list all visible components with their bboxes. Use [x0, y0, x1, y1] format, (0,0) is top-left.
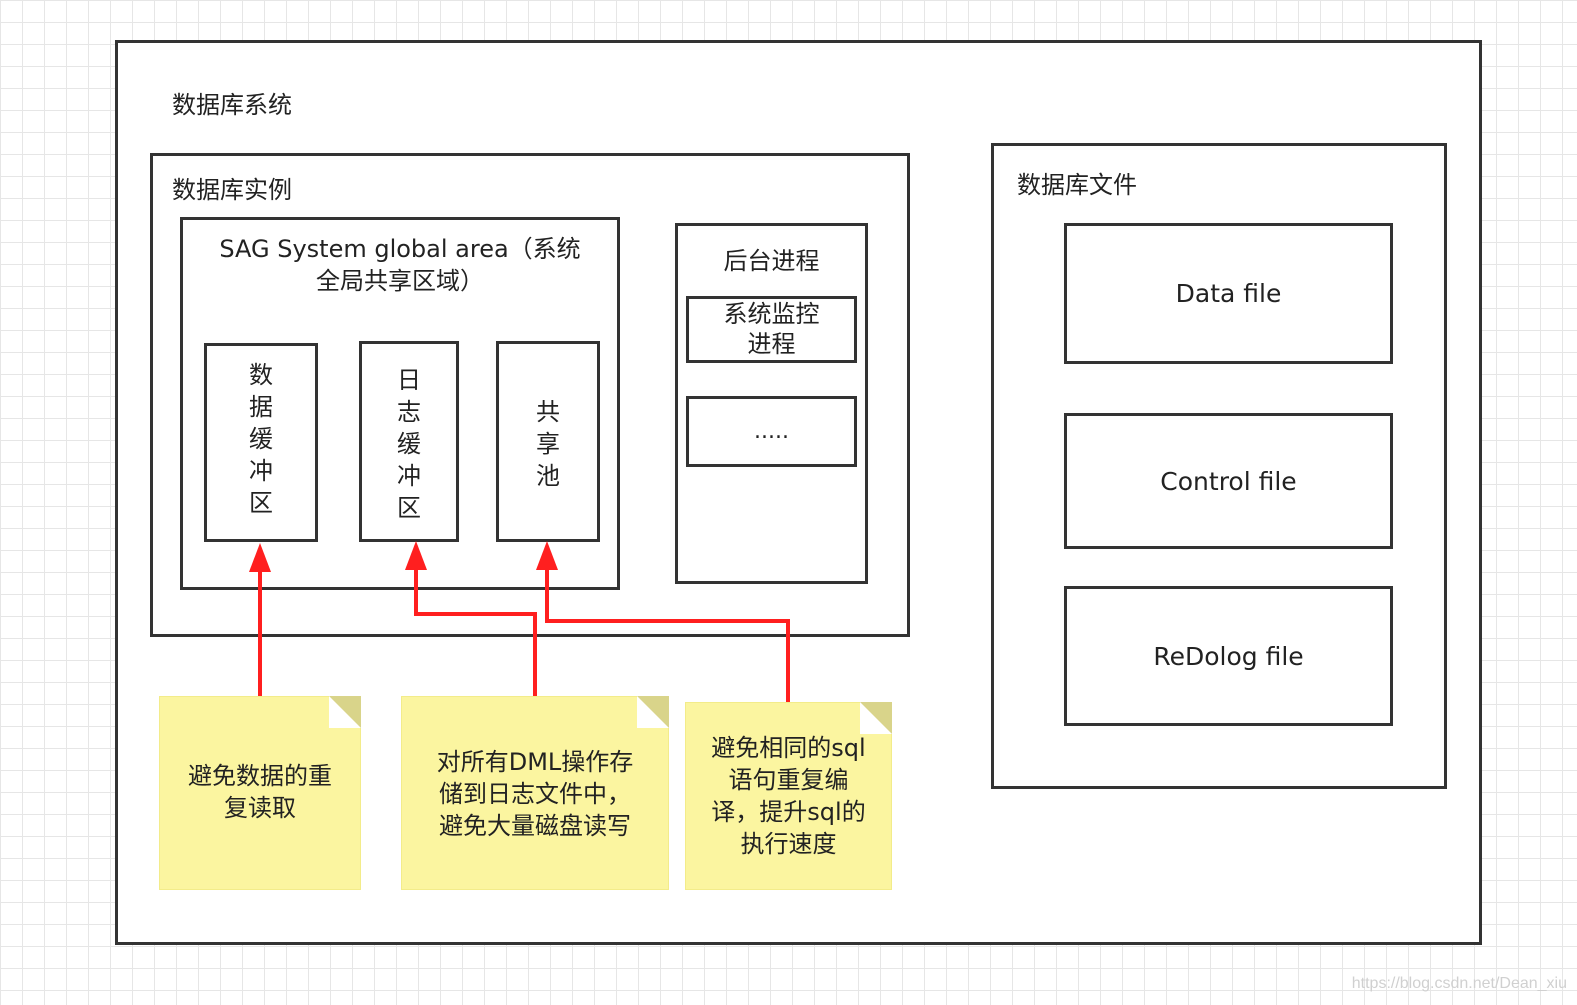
database-instance-title: 数据库实例 — [172, 176, 292, 204]
database-files-title: 数据库文件 — [1017, 171, 1137, 199]
note-log-buffer: 对所有DML操作存 储到日志文件中， 避免大量磁盘读写 — [401, 696, 669, 890]
more-processes-label: ..... — [754, 419, 789, 444]
arrowhead-data-buffer — [249, 543, 271, 572]
data-buffer-box: 数 据 缓 冲 区 — [204, 343, 318, 542]
log-buffer-label: 日 志 缓 冲 区 — [397, 366, 421, 522]
more-processes-box: ..... — [686, 396, 857, 467]
data-file-label: Data file — [1175, 279, 1282, 308]
redolog-file-label: ReDolog file — [1153, 641, 1304, 671]
note-shared-pool-text: 避免相同的sql 语句重复编 译，提升sql的 执行速度 — [711, 734, 866, 858]
note-fold-icon — [860, 702, 892, 734]
note-log-buffer-text: 对所有DML操作存 储到日志文件中， 避免大量磁盘读写 — [436, 748, 634, 840]
database-system-title: 数据库系统 — [172, 91, 292, 119]
control-file-label: Control file — [1160, 466, 1297, 496]
note-shared-pool: 避免相同的sql 语句重复编 译，提升sql的 执行速度 — [685, 702, 892, 890]
data-buffer-label: 数 据 缓 冲 区 — [249, 361, 273, 517]
arrowhead-log-buffer — [405, 541, 427, 570]
note-data-buffer: 避免数据的重 复读取 — [159, 696, 361, 890]
control-file-box: Control file — [1064, 413, 1393, 549]
sga-title: SAG System global area（系统 全局共享区域） — [219, 235, 581, 295]
arrow-note3-to-shared-pool — [545, 566, 790, 702]
watermark: https://blog.csdn.net/Dean_xiu — [1351, 975, 1567, 992]
redolog-file-box: ReDolog file — [1064, 586, 1393, 726]
shared-pool-label: 共 享 池 — [536, 398, 560, 490]
shared-pool-box: 共 享 池 — [496, 341, 600, 542]
note-data-buffer-text: 避免数据的重 复读取 — [188, 762, 332, 822]
note-fold-icon — [637, 696, 669, 728]
data-file-box: Data file — [1064, 223, 1393, 364]
system-monitor-process-label: 系统监控 进程 — [723, 300, 820, 358]
background-process-title: 后台进程 — [723, 247, 820, 275]
log-buffer-box: 日 志 缓 冲 区 — [359, 341, 459, 542]
arrowhead-shared-pool — [536, 541, 558, 570]
system-monitor-process-box: 系统监控 进程 — [686, 296, 857, 363]
arrow-note2-to-log-buffer — [414, 566, 537, 696]
note-fold-icon — [329, 696, 361, 728]
